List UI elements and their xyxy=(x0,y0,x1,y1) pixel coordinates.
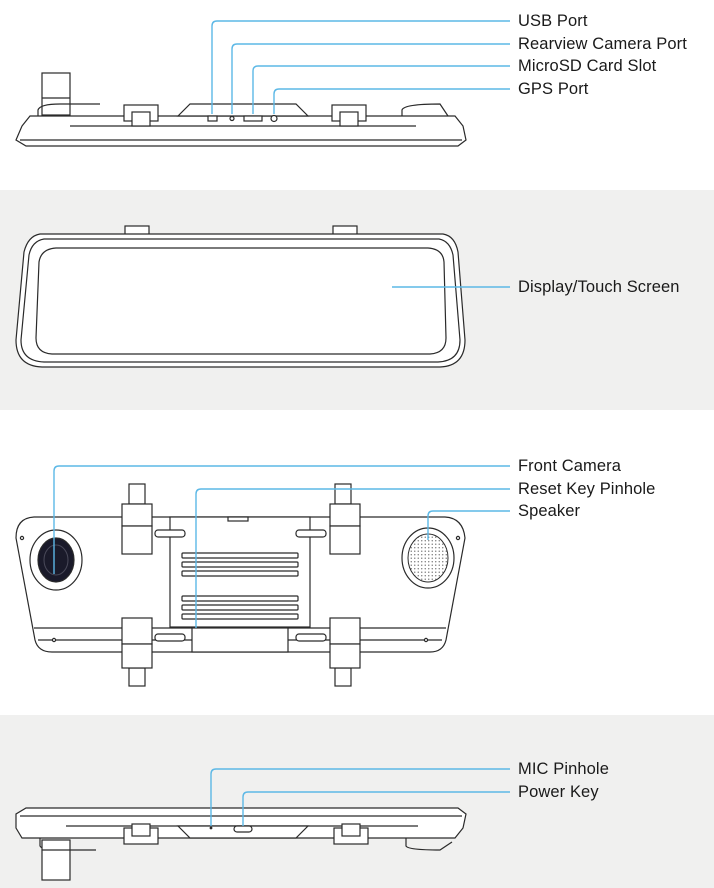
speaker-grille xyxy=(407,533,449,583)
bottom-section-background xyxy=(0,715,714,888)
mirror-top-body xyxy=(15,115,467,147)
label-mic-pinhole: MIC Pinhole xyxy=(518,760,609,778)
rearview-camera-port xyxy=(229,115,235,122)
mirror-front-frame xyxy=(15,233,466,368)
power-key xyxy=(233,825,253,833)
callout-mic-pinhole xyxy=(210,768,510,826)
front-camera-lens xyxy=(37,537,75,583)
back-view xyxy=(15,465,510,687)
usb-port xyxy=(207,115,218,122)
camera-mount-stub xyxy=(41,72,71,116)
callout-gps-port xyxy=(273,88,510,114)
top-edge-view xyxy=(15,20,510,147)
label-display-touch-screen: Display/Touch Screen xyxy=(518,278,680,296)
label-front-camera: Front Camera xyxy=(518,457,621,475)
callout-front-camera xyxy=(53,465,510,574)
label-rearview-camera-port: Rearview Camera Port xyxy=(518,35,687,53)
label-usb-port: USB Port xyxy=(518,12,588,30)
callout-reset-key-pinhole xyxy=(195,488,510,628)
bottom-edge-view xyxy=(15,768,510,881)
gps-port xyxy=(270,114,278,123)
display-view xyxy=(15,225,510,368)
callout-speaker xyxy=(427,510,510,540)
mic-pinhole xyxy=(209,826,213,830)
microsd-card-slot xyxy=(243,115,263,122)
label-speaker: Speaker xyxy=(518,502,581,520)
callout-power-key xyxy=(242,791,510,826)
label-gps-port: GPS Port xyxy=(518,80,589,98)
vent-slots xyxy=(181,552,299,620)
camera-mount-stub-bottom xyxy=(41,839,71,881)
callout-rearview-camera-port xyxy=(231,43,510,114)
display-touch-screen xyxy=(35,247,447,355)
callout-usb-port xyxy=(211,20,510,114)
label-reset-key-pinhole: Reset Key Pinhole xyxy=(518,480,656,498)
label-microsd-card-slot: MicroSD Card Slot xyxy=(518,57,657,75)
label-power-key: Power Key xyxy=(518,783,599,801)
callout-microsd-card-slot xyxy=(252,65,510,114)
